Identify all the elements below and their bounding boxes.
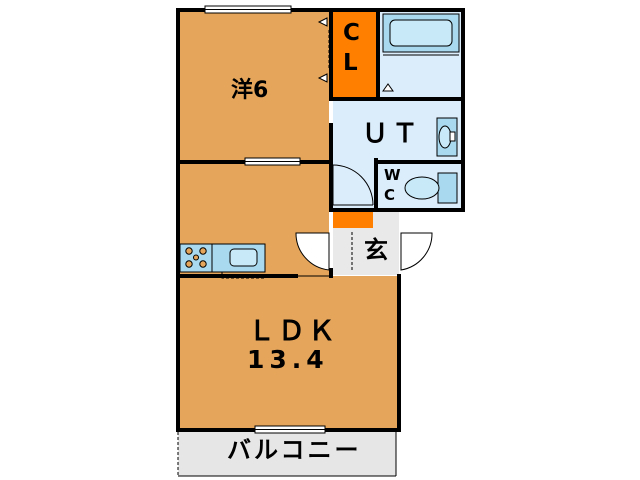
closet-label-l: L bbox=[343, 50, 358, 76]
closet-doors bbox=[317, 17, 330, 83]
ldk-size-label: 13.4 bbox=[247, 345, 329, 374]
windows bbox=[204, 5, 326, 434]
wc-label-c: C bbox=[384, 186, 396, 204]
wall-kitchen-line bbox=[176, 268, 333, 278]
utility-door bbox=[332, 164, 374, 206]
ldk-floor-lower bbox=[178, 276, 399, 428]
closet-label-c: C bbox=[343, 20, 360, 46]
wall-wc bbox=[374, 158, 465, 212]
bath-door-marker bbox=[382, 83, 394, 92]
balcony-label: バルコニー bbox=[227, 436, 362, 464]
washbasin-icon bbox=[436, 117, 458, 157]
balcony-railing bbox=[177, 432, 397, 477]
toilet-icon bbox=[404, 172, 458, 204]
closet-floor bbox=[333, 10, 378, 97]
kitchen-counter-icon bbox=[179, 243, 266, 273]
ldk-label: ＬＤＫ bbox=[248, 316, 338, 347]
bathtub-icon bbox=[382, 13, 460, 56]
kitchen-overhead bbox=[221, 272, 266, 279]
western-room-floor bbox=[178, 10, 329, 160]
utility-label: ＵＴ bbox=[362, 119, 423, 149]
shoe-cabinet bbox=[333, 212, 373, 228]
wc-label-w: W bbox=[384, 166, 401, 184]
balcony-floor bbox=[178, 432, 396, 476]
entrance-label: 玄 bbox=[364, 236, 388, 264]
entrance-doors bbox=[295, 232, 433, 271]
western-room-label: 洋6 bbox=[231, 78, 269, 103]
